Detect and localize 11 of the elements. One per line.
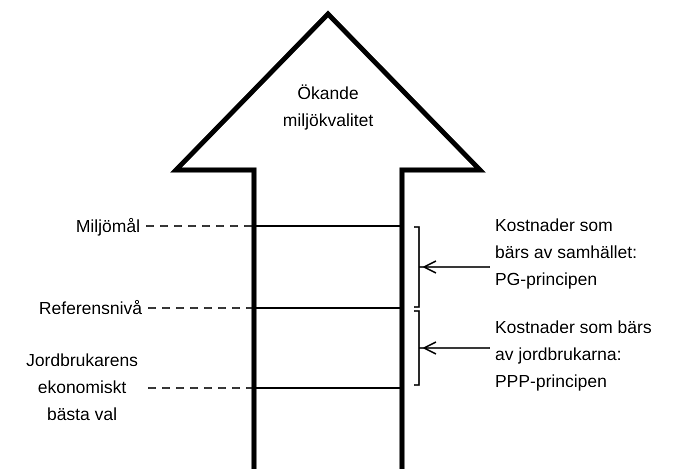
text-label: Kostnader som bärs av jordbrukarna: PPP-principen xyxy=(495,316,653,393)
arrow xyxy=(423,260,490,274)
level-line xyxy=(255,225,402,227)
arrow-label: Ökande miljökvalitet xyxy=(282,82,374,132)
text-label: Miljömål xyxy=(74,215,140,238)
arrow xyxy=(423,341,490,355)
level-line xyxy=(255,307,402,309)
text-label: Referensnivå xyxy=(38,297,142,320)
text-label: Jordbrukarens ekonomiskt bästa val xyxy=(25,349,139,426)
text-label: Kostnader som bärs av samhället: PG-principen xyxy=(495,214,638,291)
level-line xyxy=(255,387,402,389)
